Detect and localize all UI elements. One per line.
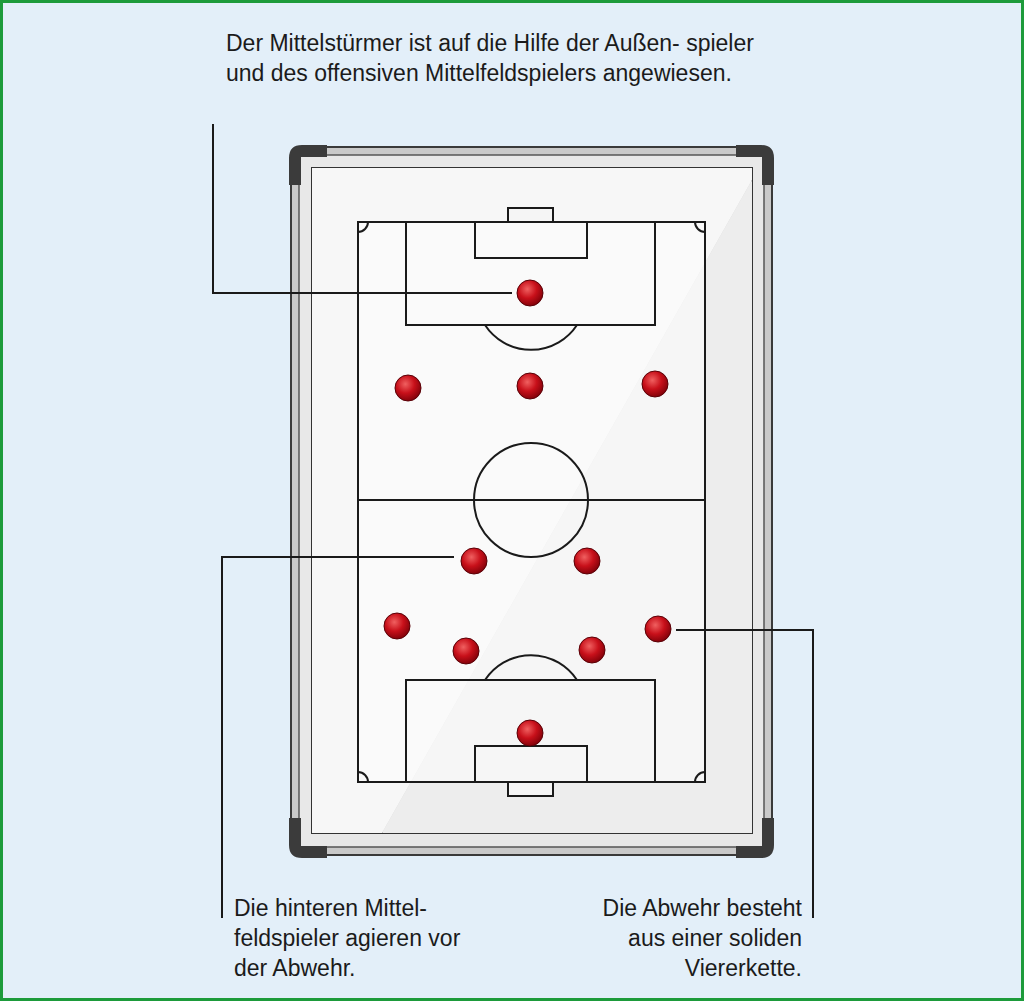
- frame-corners: [289, 145, 774, 858]
- pitch-lines: [358, 208, 705, 796]
- board-frame-inner: [299, 155, 764, 847]
- board-sheen: [312, 168, 752, 833]
- callout-text: Die Abwehr besteht aus einer soliden Vie…: [560, 893, 802, 983]
- callout-text: Der Mittelstürmer ist auf die Hilfe der …: [226, 28, 786, 88]
- leader-lines: [213, 124, 813, 918]
- board-surface: [312, 168, 752, 833]
- player-markers: [384, 280, 671, 746]
- board-frame: [291, 147, 772, 855]
- callout-text: Die hinteren Mittel- feldspieler agieren…: [234, 893, 474, 983]
